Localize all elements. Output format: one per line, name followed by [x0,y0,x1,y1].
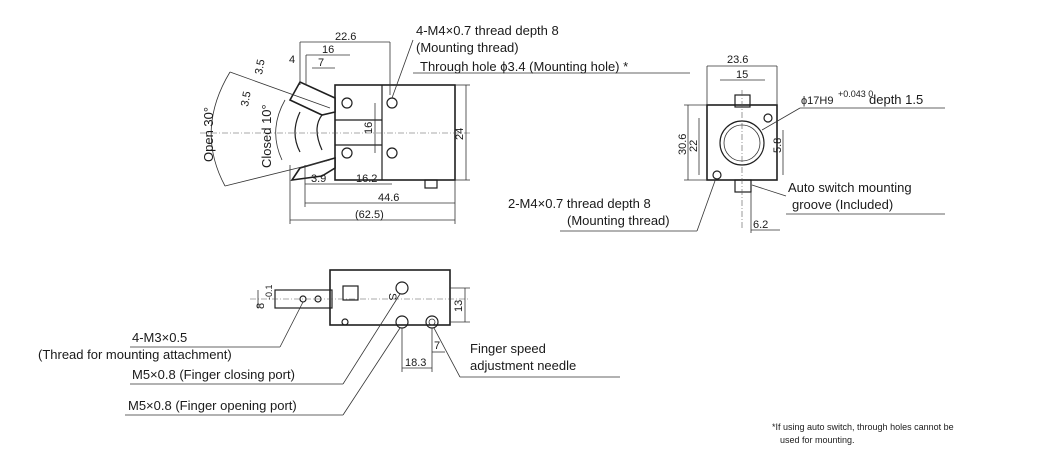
dim-8-tol: -0.1 [264,284,274,300]
m3-thread-sub-label: (Thread for mounting attachment) [38,347,232,362]
dim-18-3: 18.3 [405,357,426,369]
dim-16-2: 16.2 [356,173,377,185]
mount-thread-sub-label: (Mounting thread) [416,40,519,55]
dim-6-2: 6.2 [753,219,768,231]
bore-label: ϕ17H9 [801,95,833,107]
auto-switch-sub-label: groove (Included) [792,197,893,212]
dim-3-9: 3.9 [311,173,326,185]
side-thread-sub-label: (Mounting thread) [567,213,670,228]
dim-62-5: (62.5) [355,209,384,221]
auto-switch-groove [734,179,752,193]
opening-port-label: M5×0.8 (Finger opening port) [128,398,297,413]
dim-8: 8 [255,303,267,309]
dim-30-6: 30.6 [677,134,689,155]
dim-7-top: 7 [318,57,324,69]
side-thread-label: 2-M4×0.7 thread depth 8 [508,196,651,211]
finger-closing-port [395,281,409,295]
through-hole-label: Through hole ϕ3.4 (Mounting hole) * [420,59,628,74]
dim-22-6: 22.6 [335,31,356,43]
bore-depth-label: depth 1.5 [869,92,923,107]
footnote-line-2: used for mounting. [780,435,855,445]
side-mounting-hole [763,113,773,123]
closed-angle-label: Closed 10° [259,104,274,168]
dim-13: 13 [453,300,465,312]
mounting-hole [341,97,353,109]
bottom-view: S 8 -0.1 13 18.3 7 4-M3×0.5 (Thread for … [38,269,620,416]
closed-angle-arc [275,99,286,161]
mounting-hole [386,147,398,159]
mounting-hole [341,147,353,159]
top-view: 22.6 16 7 4 3.5 3.5 Open 30° Closed 10° … [200,23,690,224]
dim-3-5-a: 3.5 [253,58,267,75]
bore-tolerance: +0.043 0 [838,89,873,99]
dim-7-bottom: 7 [434,340,440,352]
dim-16-top: 16 [322,44,334,56]
dim-15: 15 [736,69,748,81]
speed-needle-sub-label: adjustment needle [470,358,576,373]
dim-24: 24 [454,128,466,140]
auto-switch-label: Auto switch mounting [788,180,912,195]
open-angle-label: Open 30° [201,107,216,162]
m3-thread-label: 4-M3×0.5 [132,330,187,345]
dim-5-8: 5.8 [772,138,784,153]
footnote-line-1: *If using auto switch, through holes can… [772,422,954,432]
dim-4: 4 [289,54,295,66]
finger-upper [288,80,336,116]
port-s-label: S [386,293,398,300]
dim-44-6: 44.6 [378,192,399,204]
dim-23-6: 23.6 [727,54,748,66]
dim-22-side: 22 [688,140,700,152]
mount-thread-label: 4-M4×0.7 thread depth 8 [416,23,559,38]
top-view-body [334,84,456,181]
speed-needle-label: Finger speed [470,341,546,356]
side-view: 23.6 15 30.6 22 5.8 6.2 ϕ17H9 +0.043 0 d… [508,54,945,233]
dim-16-mid: 16 [363,122,375,134]
open-angle-arc [210,71,231,187]
side-mounting-hole [712,170,722,180]
closing-port-label: M5×0.8 (Finger closing port) [132,367,295,382]
dim-3-5-b: 3.5 [239,90,253,107]
